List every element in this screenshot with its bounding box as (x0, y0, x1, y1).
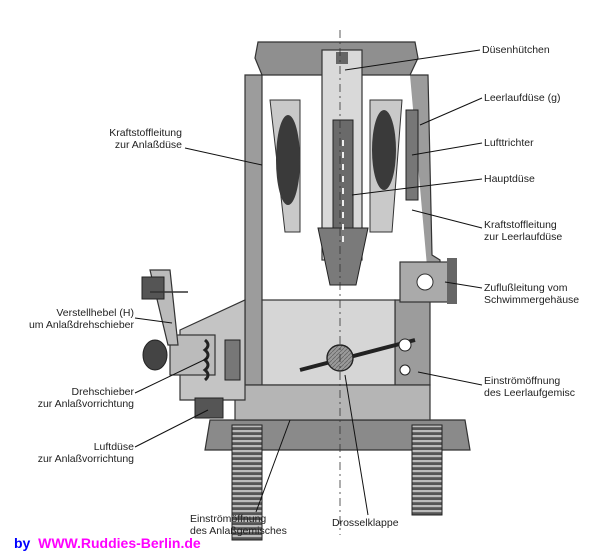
label-einstroem-anlass: Einströmöffnung des Anlaßgemisches (190, 513, 287, 537)
label-verstellhebel: Verstellhebel (H) um Anlaßdrehschieber (0, 307, 134, 331)
label-kraftstoff-anlass-line2: zur Anlaßdüse (114, 139, 182, 151)
adjusting-lever (141, 269, 188, 346)
label-einstroem-anlass-line2: des Anlaßgemisches (190, 525, 287, 537)
label-zufluss-line2: Schwimmergehäuse (484, 294, 580, 306)
mounting-studs (231, 424, 443, 541)
label-luftduese: Luftdüse zur Anlaßvorrichtung (10, 441, 134, 465)
label-kraftstoff-leerlauf-line1: Kraftstoffleitung (484, 219, 557, 231)
label-kraftstoff-anlass-line1: Kraftstoffleitung (109, 127, 182, 139)
starter-rotary-valve (142, 299, 246, 419)
label-zufluss-line1: Zuflußleitung vom (484, 282, 568, 294)
label-lufttrichter: Lufttrichter (484, 137, 534, 149)
label-hauptduese: Hauptdüse (484, 173, 535, 185)
credit-site-link[interactable]: WWW.Ruddies-Berlin.de (38, 535, 201, 551)
label-einstroem-leerlauf-line2: des Leerlaufgemisc (484, 387, 576, 399)
label-drehschieber-line1: Drehschieber (71, 386, 134, 398)
label-luftduese-line2: zur Anlaßvorrichtung (37, 453, 134, 465)
label-zufluss: Zuflußleitung vom Schwimmergehäuse (484, 282, 579, 306)
label-duesenhuetchen: Düsenhütchen (482, 44, 550, 56)
label-verstellhebel-line2: um Anlaßdrehschieber (28, 319, 134, 331)
label-kraftstoff-leerlauf: Kraftstoffleitung zur Leerlaufdüse (484, 219, 562, 243)
label-drehschieber-line2: zur Anlaßvorrichtung (37, 398, 134, 410)
site-credit: by WWW.Ruddies-Berlin.de (14, 535, 201, 551)
float-feed-fitting (399, 258, 457, 304)
label-kraftstoff-leerlauf-line2: zur Leerlaufdüse (484, 231, 563, 243)
label-einstroem-leerlauf: Einströmöffnung des Leerlaufgemisc (484, 375, 575, 399)
label-leerlaufduese: Leerlaufdüse (g) (484, 92, 561, 104)
label-einstroem-leerlauf-line1: Einströmöffnung (484, 375, 561, 387)
label-luftduese-line1: Luftdüse (93, 441, 134, 453)
label-drehschieber: Drehschieber zur Anlaßvorrichtung (10, 386, 134, 410)
credit-by: by (14, 535, 31, 551)
label-einstroem-anlass-line1: Einströmöffnung (190, 513, 267, 525)
main-jet-assembly (317, 49, 369, 286)
leader-lines (134, 49, 483, 516)
label-verstellhebel-line1: Verstellhebel (H) (56, 307, 134, 319)
label-kraftstoff-anlass: Kraftstoffleitung zur Anlaßdüse (60, 127, 182, 151)
label-drosselklappe: Drosselklappe (332, 517, 399, 529)
